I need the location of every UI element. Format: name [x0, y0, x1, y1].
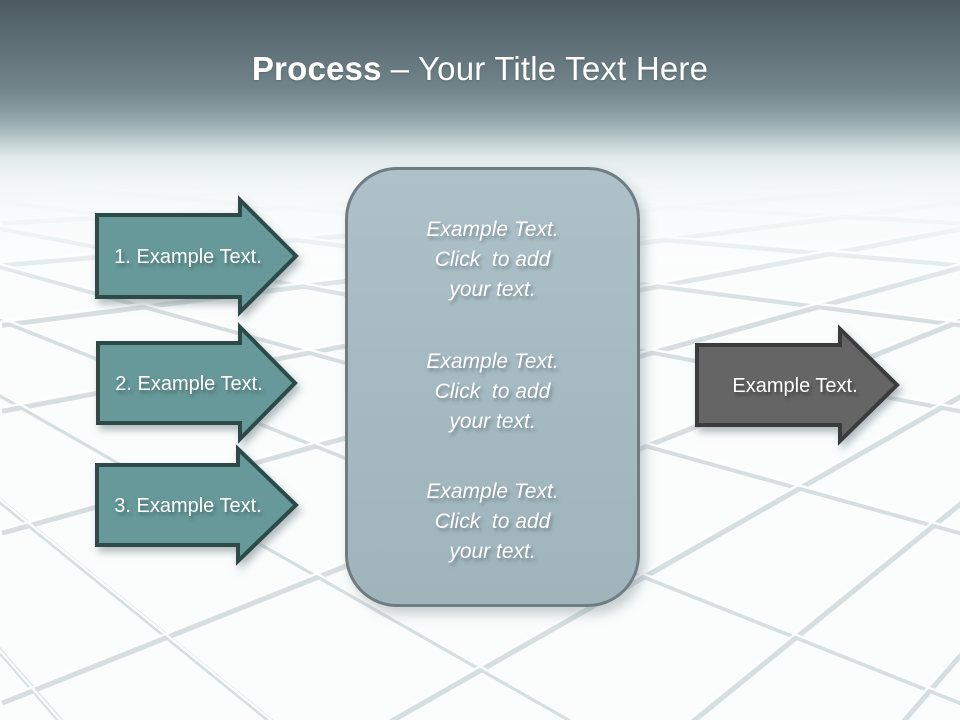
slide-title: Process– Your Title Text Here: [0, 48, 960, 90]
right-arrow-shape-icon: [96, 322, 298, 444]
arrow-label: Example Text.: [732, 374, 858, 397]
process-step-arrow-1[interactable]: 1. Example Text.: [95, 195, 299, 318]
right-arrow-shape-icon: [95, 444, 299, 566]
arrow-label: 3. Example Text.: [114, 494, 262, 517]
process-step-arrow-2[interactable]: 2. Example Text.: [96, 322, 300, 444]
arrow-label: 2. Example Text.: [115, 372, 263, 395]
panel-text-block-1[interactable]: Example Text. Click to add your text.: [426, 218, 559, 301]
process-step-arrow-3[interactable]: 3. Example Text.: [95, 444, 299, 566]
right-arrow-shape-icon: [695, 324, 900, 446]
arrow-label: 1. Example Text.: [114, 245, 262, 268]
panel-text-block-3[interactable]: Example Text. Click to add your text.: [426, 480, 559, 563]
result-arrow[interactable]: Example Text.: [695, 324, 901, 446]
slide-title-text: – Your Title Text Here: [390, 50, 709, 87]
content-panel[interactable]: Example Text. Click to add your text. Ex…: [345, 167, 640, 607]
panel-text-block-2[interactable]: Example Text. Click to add your text.: [426, 350, 559, 433]
slide-title-keyword: Process: [251, 50, 382, 87]
right-arrow-shape-icon: [95, 195, 299, 317]
